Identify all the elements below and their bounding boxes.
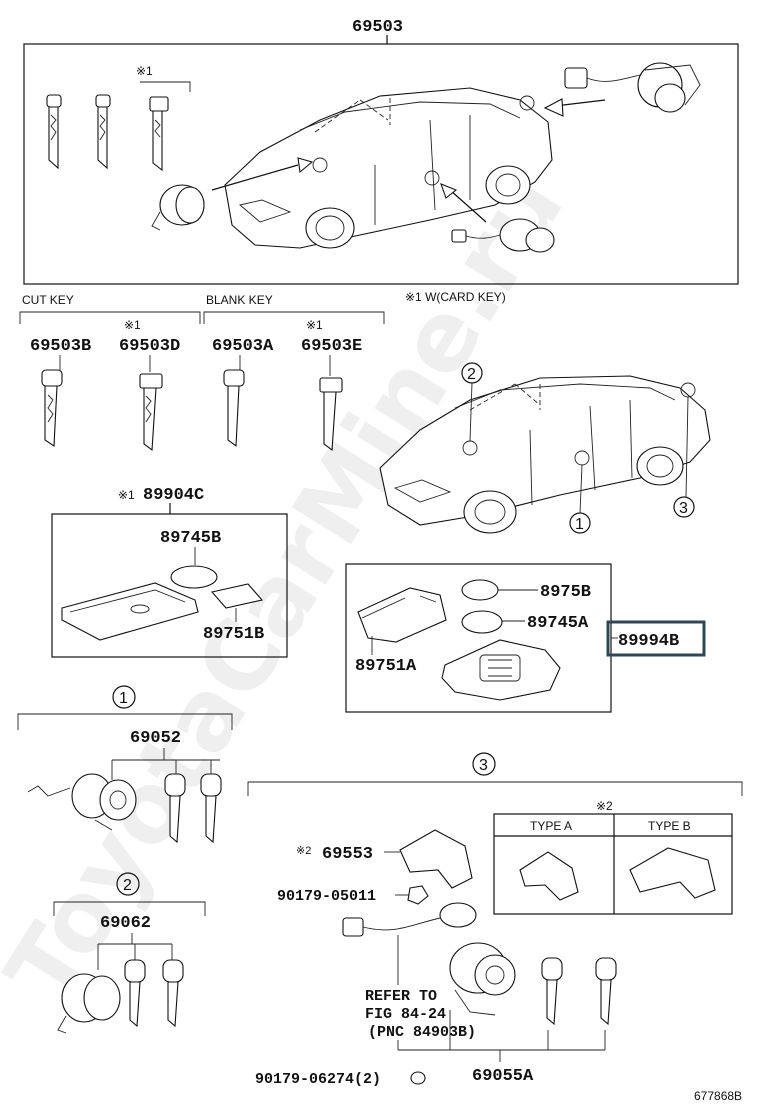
- location-car: [379, 375, 711, 534]
- part-number-69553[interactable]: 69553: [322, 845, 373, 864]
- callout-2-location[interactable]: 2: [467, 366, 476, 383]
- transmitter-group: 89751A 8975B 89745A 89994B: [345, 563, 706, 713]
- overview-group: 69503 ※1: [23, 18, 739, 285]
- key-69052-b: [200, 773, 222, 844]
- key-69055A-a: [541, 957, 563, 1026]
- type-table: [493, 813, 733, 915]
- callout-3-location[interactable]: 3: [679, 500, 688, 517]
- card-key-group: ※1 89904C 89745B 89751B: [51, 486, 288, 658]
- cover-89751B: [210, 583, 264, 609]
- part-number-89994B[interactable]: 89994B: [618, 632, 679, 651]
- card-key-box: [51, 513, 288, 658]
- section-3-group: 3 ※2 TYPE A TYPE B ※2 69553 90179-05011: [247, 752, 743, 1088]
- blank-key-group: BLANK KEY ※1 69503A 69503E: [203, 293, 385, 452]
- location-callouts: 2 1 3: [461, 362, 695, 534]
- nut-90179-06274: [410, 1071, 426, 1085]
- part-number-89745A[interactable]: 89745A: [527, 614, 589, 633]
- transmitter-housing: [441, 639, 561, 701]
- part-number-69503[interactable]: 69503: [352, 18, 403, 37]
- part-number-8975B[interactable]: 8975B: [540, 583, 591, 602]
- battery-89745B: [170, 565, 218, 589]
- refer-line-1: REFER TO: [365, 988, 437, 1005]
- section-2-group: 2 69062: [53, 872, 206, 1034]
- battery-89745A: [461, 610, 503, 634]
- cut-key-group: CUT KEY ※1 69503B 69503D: [19, 293, 201, 452]
- part-number-69503E[interactable]: 69503E: [301, 337, 362, 356]
- part-number-69055A[interactable]: 69055A: [472, 1067, 534, 1086]
- section-2-marker[interactable]: 2: [123, 877, 132, 894]
- section-3-marker[interactable]: 3: [479, 757, 488, 774]
- part-number-89751B[interactable]: 89751B: [203, 625, 264, 644]
- diagram-id: 677868B: [694, 1089, 742, 1103]
- cut-key-label: CUT KEY: [22, 293, 74, 307]
- overview-door-lock: [564, 62, 701, 113]
- spacer-8975B: [461, 579, 499, 601]
- key-69052-a: [164, 773, 186, 844]
- mark-1-69503D: ※1: [124, 318, 141, 332]
- overview-key-blank: [95, 94, 111, 170]
- type-a-header: TYPE A: [530, 819, 572, 833]
- highlight-box-89994B: [606, 620, 706, 657]
- part-number-69503B[interactable]: 69503B: [30, 337, 91, 356]
- overview-key-cut: [46, 94, 62, 170]
- blank-key-69503A: [223, 369, 245, 448]
- refer-line-3: (PNC 84903B): [368, 1024, 476, 1041]
- section-1-group: 1 69052: [17, 685, 233, 844]
- mark-2-69553: ※2: [296, 845, 311, 857]
- mark-2-types: ※2: [596, 799, 613, 813]
- part-number-89751A[interactable]: 89751A: [355, 657, 417, 676]
- cover-89751A: [357, 587, 447, 643]
- note-w-card-key: ※1 W(CARD KEY): [405, 290, 506, 304]
- bracket-type-a: [519, 851, 579, 901]
- mark-1-89904C: ※1: [118, 488, 135, 502]
- part-number-69062[interactable]: 69062: [100, 914, 151, 933]
- cut-key-69503D: [139, 373, 163, 452]
- section-1-marker[interactable]: 1: [119, 690, 128, 707]
- part-number-69052[interactable]: 69052: [130, 729, 181, 748]
- part-number-90179-05011[interactable]: 90179-05011: [277, 888, 376, 905]
- overview-cylinder: [151, 184, 205, 231]
- overview-key-card: [149, 96, 169, 172]
- overview-ignition-assy: [451, 218, 555, 253]
- blank-key-69503E: [319, 377, 343, 452]
- nut-90179-05011: [407, 885, 429, 905]
- part-number-69503A[interactable]: 69503A: [212, 337, 274, 356]
- overview-box: [23, 43, 739, 285]
- ignition-cylinder-69052: [27, 773, 137, 831]
- part-number-90179-06274[interactable]: 90179-06274(2): [255, 1071, 381, 1088]
- type-b-header: TYPE B: [648, 819, 691, 833]
- mark-1-69503E: ※1: [306, 318, 323, 332]
- part-number-89904C[interactable]: 89904C: [143, 486, 204, 505]
- bracket-type-b: [629, 847, 716, 899]
- key-69062-b: [162, 959, 184, 1028]
- part-number-89745B[interactable]: 89745B: [160, 529, 221, 548]
- card-key-body: [61, 582, 199, 641]
- ignition-cylinder-69062: [57, 973, 121, 1034]
- refer-line-2[interactable]: FIG 84-24: [365, 1006, 446, 1023]
- bracket-69553: [399, 829, 473, 889]
- callout-1-location[interactable]: 1: [575, 516, 584, 533]
- ignition-switch-69055A: [342, 902, 516, 1016]
- part-number-69503D[interactable]: 69503D: [119, 337, 180, 356]
- key-69055A-b: [595, 957, 617, 1026]
- mark-1-overview: ※1: [136, 64, 153, 78]
- cut-key-69503B: [41, 369, 63, 447]
- key-69062-a: [124, 959, 146, 1028]
- blank-key-label: BLANK KEY: [206, 293, 273, 307]
